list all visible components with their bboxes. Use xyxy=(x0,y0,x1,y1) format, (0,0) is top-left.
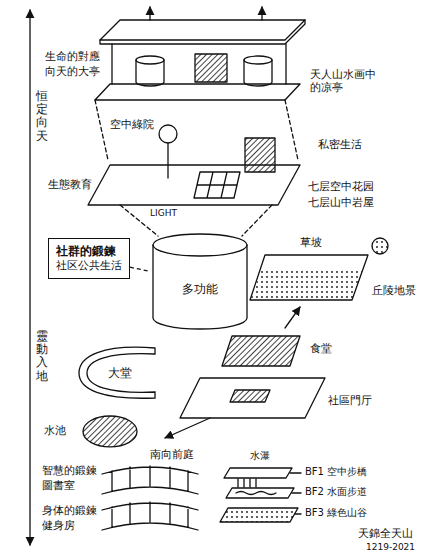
eco-grid xyxy=(194,172,240,198)
annotation-label: 身体的鍛鍊 xyxy=(42,504,97,517)
annotation-label: 1219-2021 xyxy=(366,542,415,553)
annotation-label: 天錦全天山 xyxy=(358,527,413,540)
sky-arrow xyxy=(261,7,262,20)
annotation-label: 空中綠院 xyxy=(110,118,154,131)
waterfall-lines xyxy=(238,479,256,487)
annotation-label: 草坡 xyxy=(300,236,322,249)
projection-line xyxy=(285,100,298,160)
grass-slope xyxy=(250,255,368,300)
valley-plate xyxy=(220,508,298,522)
annotation-label: BF3 綠色山谷 xyxy=(305,507,367,519)
dashed-connector xyxy=(130,267,150,271)
cylinder-wall xyxy=(153,245,247,329)
pavilion-post xyxy=(111,44,112,84)
pavilion-roof-edge xyxy=(100,20,305,44)
node-text: 多功能 xyxy=(182,281,218,297)
pool-hatch xyxy=(83,416,137,447)
tree-trunk xyxy=(167,143,168,178)
leader-line xyxy=(290,472,301,473)
annotation-label: 七层空中花园 xyxy=(308,180,374,193)
leader-line xyxy=(295,513,301,514)
node-text: 大堂 xyxy=(108,365,132,381)
entrance-opening xyxy=(230,390,270,402)
flow-arrow xyxy=(165,418,210,438)
entrance-slab xyxy=(180,378,325,418)
pavilion-column xyxy=(136,56,164,64)
pavilion-column xyxy=(244,60,272,86)
node-text: 社群的鍛鍊 xyxy=(56,243,122,259)
annotation-label: 生態教育 xyxy=(48,178,92,191)
pool-ellipse: 水池 xyxy=(40,412,140,451)
annotation-label: 圖書室 xyxy=(42,479,75,492)
grass-dots xyxy=(250,268,363,300)
annotation-label: BF2 水面步道 xyxy=(305,486,367,498)
annotation-label: 智慧的鍛鍊 xyxy=(42,464,97,477)
annotation-label: 水瀑 xyxy=(250,450,270,462)
annotation-label: 食堂 xyxy=(310,342,332,355)
annotation-label: 南向前庭 xyxy=(150,448,194,461)
axis-label: 靈動入地 xyxy=(36,330,48,383)
community-box: 社群的鍛鍊社区公共生活 xyxy=(48,238,130,279)
pavilion-core xyxy=(195,54,227,82)
cylinder-hall: 多功能 xyxy=(150,232,250,332)
annotation-label: 社區門厅 xyxy=(328,394,372,407)
canteen-slab xyxy=(222,336,300,366)
node-text: 水池 xyxy=(44,424,66,439)
projection-line xyxy=(95,100,108,160)
lobby-wall: 大堂 xyxy=(75,342,165,404)
water-plate xyxy=(226,488,294,498)
library-stair xyxy=(102,466,198,494)
pavilion-column xyxy=(244,56,272,64)
annotation-label: 七层山中岩屋 xyxy=(308,196,374,209)
bridge-plate xyxy=(224,468,292,478)
pavilion-column xyxy=(136,60,164,86)
curved-wall xyxy=(79,347,155,398)
private-block xyxy=(245,138,275,172)
annotation-label: 丘陵地景 xyxy=(372,284,416,297)
gym-stair xyxy=(102,502,198,530)
annotation-label: 向天的大亭 xyxy=(45,65,100,78)
flow-arrow xyxy=(285,307,300,328)
pavilion-roof xyxy=(100,20,305,40)
annotation-label: 生命的對應 xyxy=(45,50,100,63)
pavilion-floor xyxy=(95,84,300,100)
node-text: 社区公共生活 xyxy=(56,259,122,274)
cylinder-top xyxy=(153,234,247,256)
tree-ball xyxy=(372,238,388,254)
annotation-label: 健身房 xyxy=(42,519,75,532)
annotation-label: 私密生活 xyxy=(318,138,362,151)
axis-label: 恒定向天 xyxy=(36,90,48,143)
projection-line xyxy=(242,205,272,236)
annotation-label: BF1 空中步橋 xyxy=(305,466,367,478)
pavilion-post xyxy=(285,44,286,84)
tree-crown xyxy=(159,125,177,143)
annotation-label: 天人山水画中的凉亭 xyxy=(310,68,380,94)
leader-line xyxy=(292,492,301,493)
sky-arrow xyxy=(149,7,150,20)
annotation-label: LIGHT xyxy=(150,208,177,219)
axis-arrow xyxy=(29,10,30,545)
